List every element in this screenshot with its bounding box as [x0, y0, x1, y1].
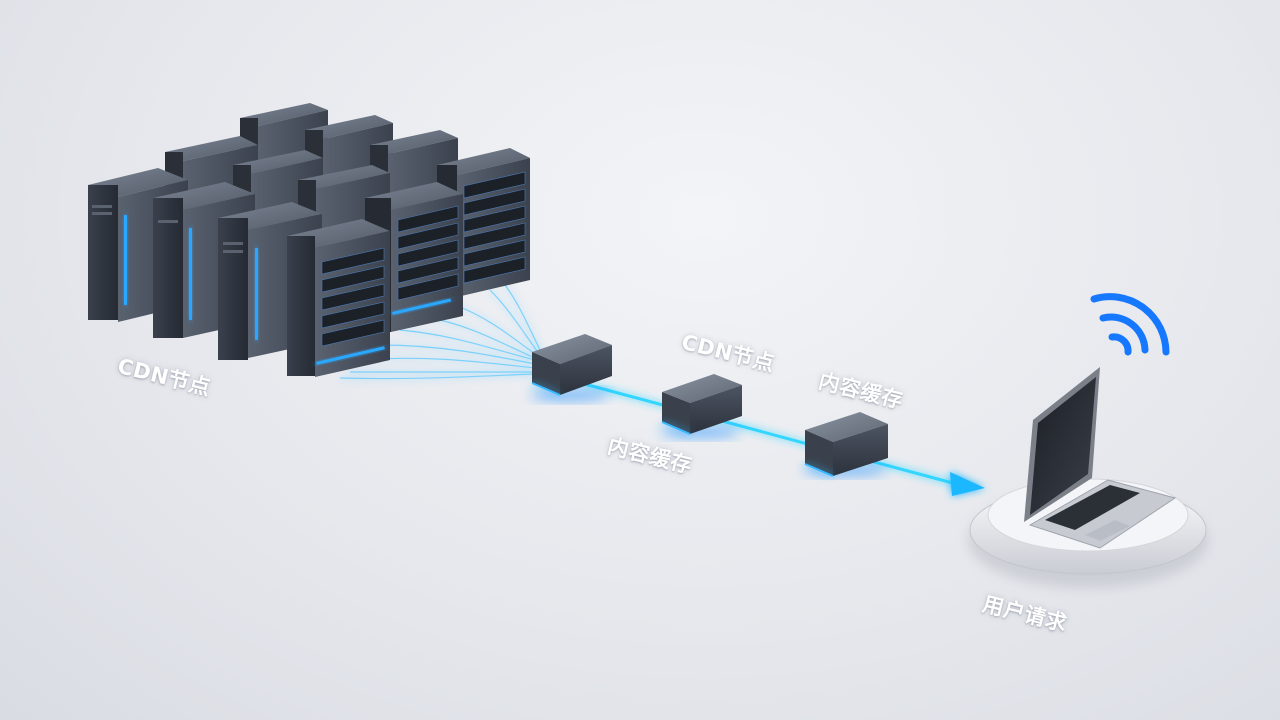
laptop-icon	[1024, 367, 1177, 549]
arrow-head-icon	[950, 472, 985, 496]
cache-box-icon	[803, 412, 888, 477]
cache-box-icon	[660, 374, 742, 438]
data-beam	[539, 370, 985, 496]
wifi-icon	[1090, 293, 1170, 356]
cache-box-icon	[530, 334, 612, 401]
server-cluster	[88, 103, 530, 377]
server-rack-icon	[287, 219, 390, 377]
